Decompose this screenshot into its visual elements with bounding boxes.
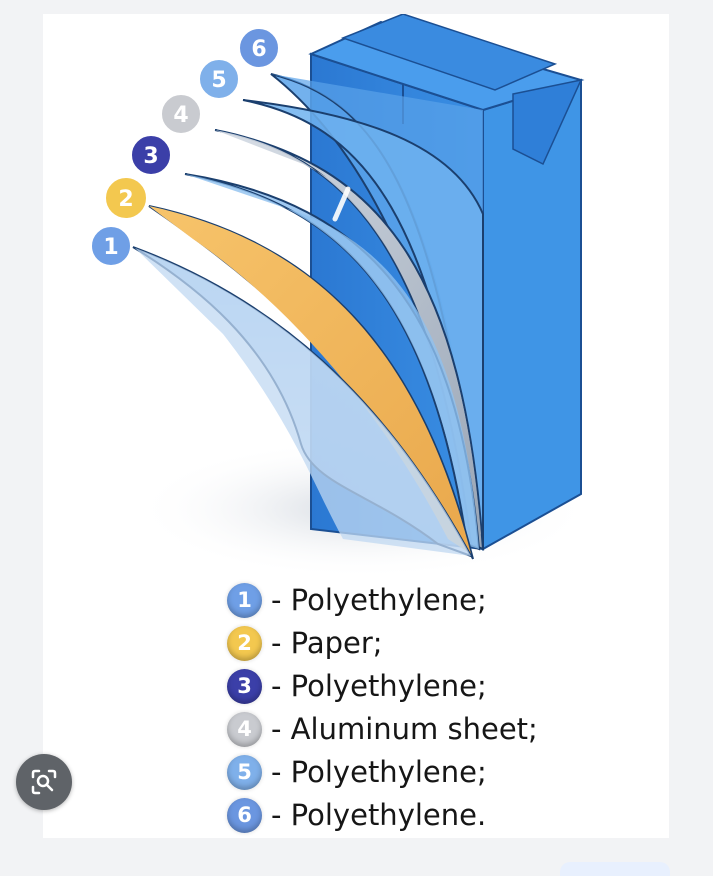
legend-number-badge: 6 [227, 798, 262, 833]
diagram-badge-1: 1 [90, 225, 132, 267]
svg-text:2: 2 [118, 187, 133, 212]
aluminum-highlights [245, 161, 351, 222]
carton-layers-illustration: 1 2 3 4 5 6 [90, 14, 593, 579]
legend-number-badge: 1 [227, 583, 262, 618]
svg-text:3: 3 [143, 144, 158, 169]
legend-number-badge: 3 [227, 669, 262, 704]
diagram-badge-2: 2 [104, 176, 148, 220]
svg-text:5: 5 [211, 68, 226, 93]
legend-label: - Aluminum sheet; [271, 712, 538, 746]
lens-icon [31, 769, 57, 795]
diagram-badge-3: 3 [130, 134, 172, 176]
diagram-badge-5: 5 [198, 58, 240, 100]
legend-number-badge: 5 [227, 755, 262, 790]
diagram-badge-6: 6 [238, 27, 280, 69]
bottom-panel-edge [560, 862, 670, 876]
legend-label: - Polyethylene. [271, 798, 487, 832]
legend-label: - Polyethylene; [271, 583, 487, 617]
legend-number-badge: 2 [227, 626, 262, 661]
lens-search-button[interactable] [16, 754, 72, 810]
diagram-badge-4: 4 [160, 93, 202, 135]
legend-label: - Polyethylene; [271, 755, 487, 789]
legend-number-badge: 4 [227, 712, 262, 747]
legend-label: - Polyethylene; [271, 669, 487, 703]
legend-label: - Paper; [271, 626, 383, 660]
svg-text:4: 4 [173, 103, 188, 128]
svg-text:1: 1 [103, 235, 118, 260]
image-card: 1 2 3 4 5 6 [43, 14, 669, 838]
svg-text:6: 6 [251, 37, 266, 62]
